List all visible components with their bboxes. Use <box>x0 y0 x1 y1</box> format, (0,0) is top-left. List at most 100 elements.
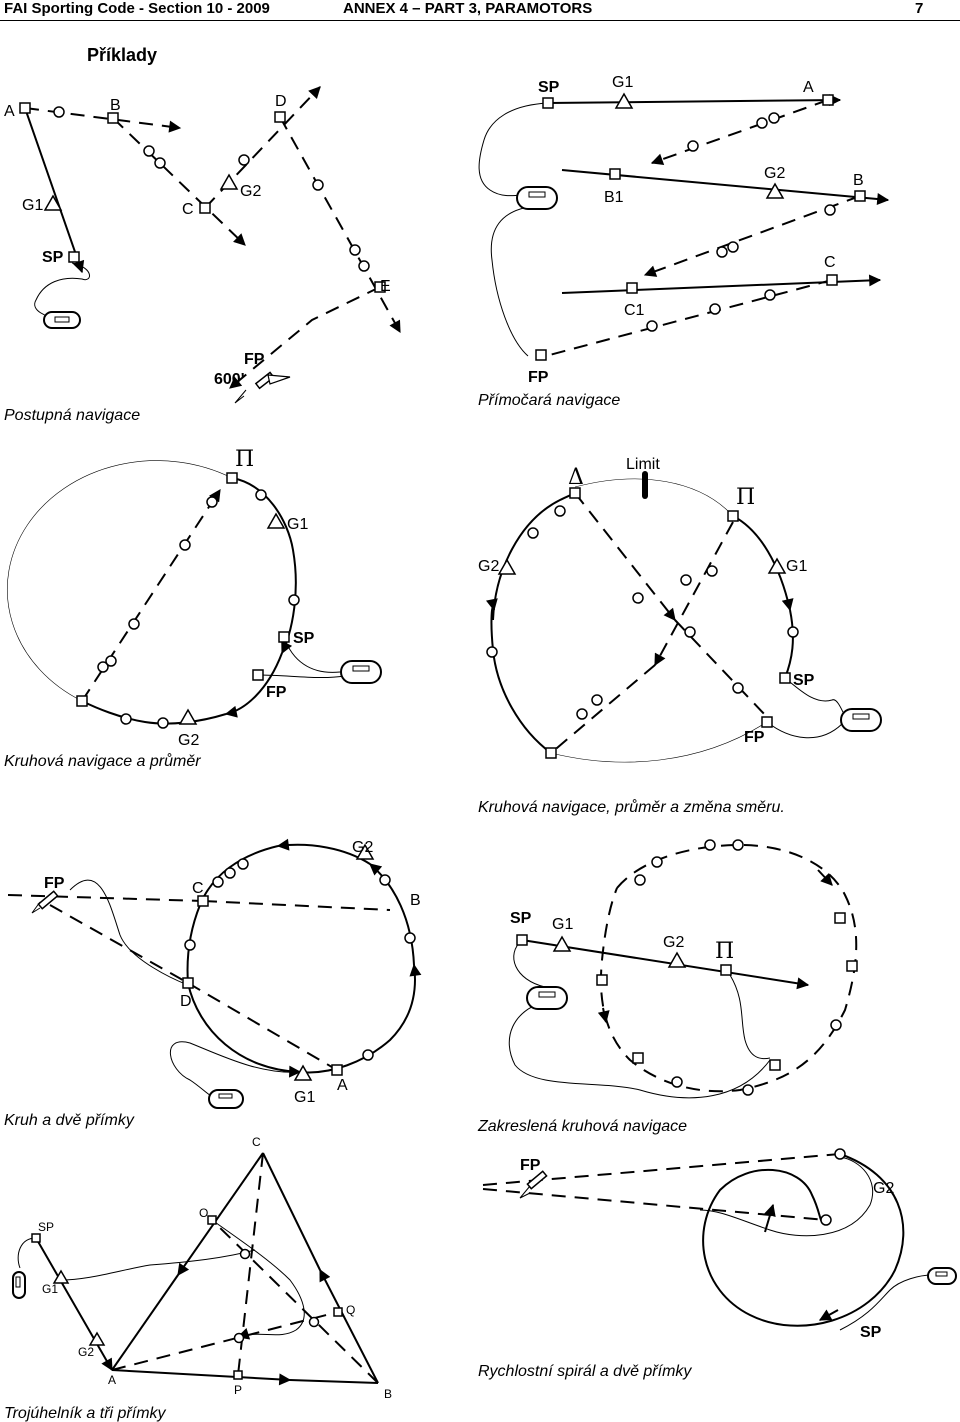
marker-circle <box>349 244 361 256</box>
gate-g1 <box>767 557 787 574</box>
label-sp: SP <box>860 1324 882 1341</box>
arc-left-lower <box>485 598 552 754</box>
gate-g1 <box>52 1269 70 1284</box>
gate-g2 <box>219 173 239 190</box>
label-b1: B1 <box>604 189 624 206</box>
dash-delta-fp-upper <box>574 492 676 621</box>
flight-wire <box>59 1249 256 1281</box>
turnpoint-bottom-left <box>545 747 557 759</box>
dash-line-c-b <box>202 900 391 911</box>
panel-kruh-a-dve-primky: FP C G2 B D G1 A Kruh a dvě přímky <box>4 838 422 1129</box>
circle-arc-bottom-right <box>224 652 283 718</box>
track-c-d <box>204 86 321 209</box>
speed-spiral <box>702 1153 905 1327</box>
circle-arc-right <box>231 477 297 655</box>
arrow-clockwise <box>817 869 833 886</box>
track-b-c1 <box>643 195 861 277</box>
turnpoint-pi <box>720 964 732 976</box>
marker-circle <box>53 106 65 118</box>
label-b: B <box>853 172 864 189</box>
label-g2: G2 <box>478 558 499 575</box>
marker-circle <box>239 1248 251 1260</box>
turnpoint-a <box>19 102 31 114</box>
circle-arc-bottom-right <box>299 963 422 1074</box>
marker-circle <box>830 1019 842 1031</box>
paramotor-icon-detail <box>935 1271 948 1277</box>
finish-gate-icon <box>37 890 59 910</box>
marker-circle <box>233 1332 245 1344</box>
label-b: B <box>384 1387 392 1401</box>
paramotor-icon-detail <box>538 991 556 998</box>
panel-kruhova-zmena-smeru: Δ Limit Π G2 G1 SP FP Kruhová navigace, … <box>478 456 882 816</box>
label-fp: FP <box>744 729 765 746</box>
turnpoint-sp <box>516 934 528 946</box>
turnpoint-c <box>197 895 209 907</box>
marker-circle <box>312 179 324 191</box>
marker-circle <box>684 626 696 638</box>
label-g2: G2 <box>663 934 684 951</box>
arc-right <box>732 515 794 612</box>
header-rule <box>0 20 960 21</box>
track-sp-a <box>547 94 842 107</box>
gate-g1 <box>293 1064 313 1081</box>
header-center: ANNEX 4 – PART 3, PARAMOTORS <box>343 0 593 17</box>
label-g1: G1 <box>612 74 633 91</box>
turnpoint-o <box>207 1215 217 1225</box>
marker-circle <box>632 592 644 604</box>
turnpoint-b1 <box>609 168 621 180</box>
landing-wire <box>257 674 346 679</box>
marker-circle <box>212 876 224 888</box>
turnpoint-a <box>822 94 834 106</box>
turnpoint-b <box>854 190 866 202</box>
label-c1: C1 <box>624 302 645 319</box>
panel-primocara-navigace: SP G1 A B1 G2 B C C1 FP Přímočará naviga… <box>478 74 890 409</box>
circle-arc-right <box>369 863 415 966</box>
marker-circle <box>576 708 588 720</box>
marker-circle <box>154 157 166 169</box>
dash-line-d-a <box>187 982 338 1071</box>
dash-line-fp-d <box>49 904 189 984</box>
landing-flag-icon <box>267 374 291 385</box>
paramotor-icon <box>208 1089 244 1109</box>
label-g2: G2 <box>240 183 261 200</box>
marker-circle <box>237 858 249 870</box>
track-c-down <box>177 1152 264 1276</box>
drawn-circle <box>599 843 858 1093</box>
marker-circle <box>379 874 391 886</box>
label-g2: G2 <box>78 1345 94 1359</box>
caption-kruh: Kruh a dvě přímky <box>4 1112 135 1129</box>
turnpoint-sp <box>278 631 290 643</box>
drawn-turnpoint <box>596 974 608 986</box>
label-q: Q <box>346 1303 355 1317</box>
turnpoint-sp <box>542 97 554 109</box>
marker-circle <box>732 682 744 694</box>
marker-circle <box>358 260 370 272</box>
marker-circle <box>651 856 663 868</box>
wire-o-q <box>211 1219 305 1340</box>
circle-arc-bottom-left <box>187 982 302 1078</box>
drawn-turnpoint <box>632 1052 644 1064</box>
turnpoint-p <box>233 1370 243 1380</box>
label-limit: Limit <box>626 456 660 473</box>
marker-circle <box>120 713 132 725</box>
paramotor-icon-detail <box>352 665 370 672</box>
turnpoint-sp <box>68 251 80 263</box>
track-down-a <box>111 1274 179 1371</box>
marker-circle <box>768 112 780 124</box>
label-g1: G1 <box>42 1282 58 1296</box>
track-a-sp <box>24 107 85 274</box>
reference-arc-bottom <box>550 721 768 763</box>
takeoff-wire <box>34 262 90 319</box>
label-sp: SP <box>38 1220 54 1234</box>
paramotor-icon <box>526 986 568 1010</box>
label-g2: G2 <box>873 1180 894 1197</box>
label-a: A <box>108 1373 116 1387</box>
gate-g2 <box>355 843 375 860</box>
marker-circle <box>634 874 646 886</box>
marker-circle <box>157 717 169 729</box>
label-g2: G2 <box>178 732 199 749</box>
examples-title: Příklady <box>87 45 157 65</box>
median-a-q <box>111 1311 339 1371</box>
marker-circle <box>646 320 658 332</box>
label-g2: G2 <box>764 165 785 182</box>
